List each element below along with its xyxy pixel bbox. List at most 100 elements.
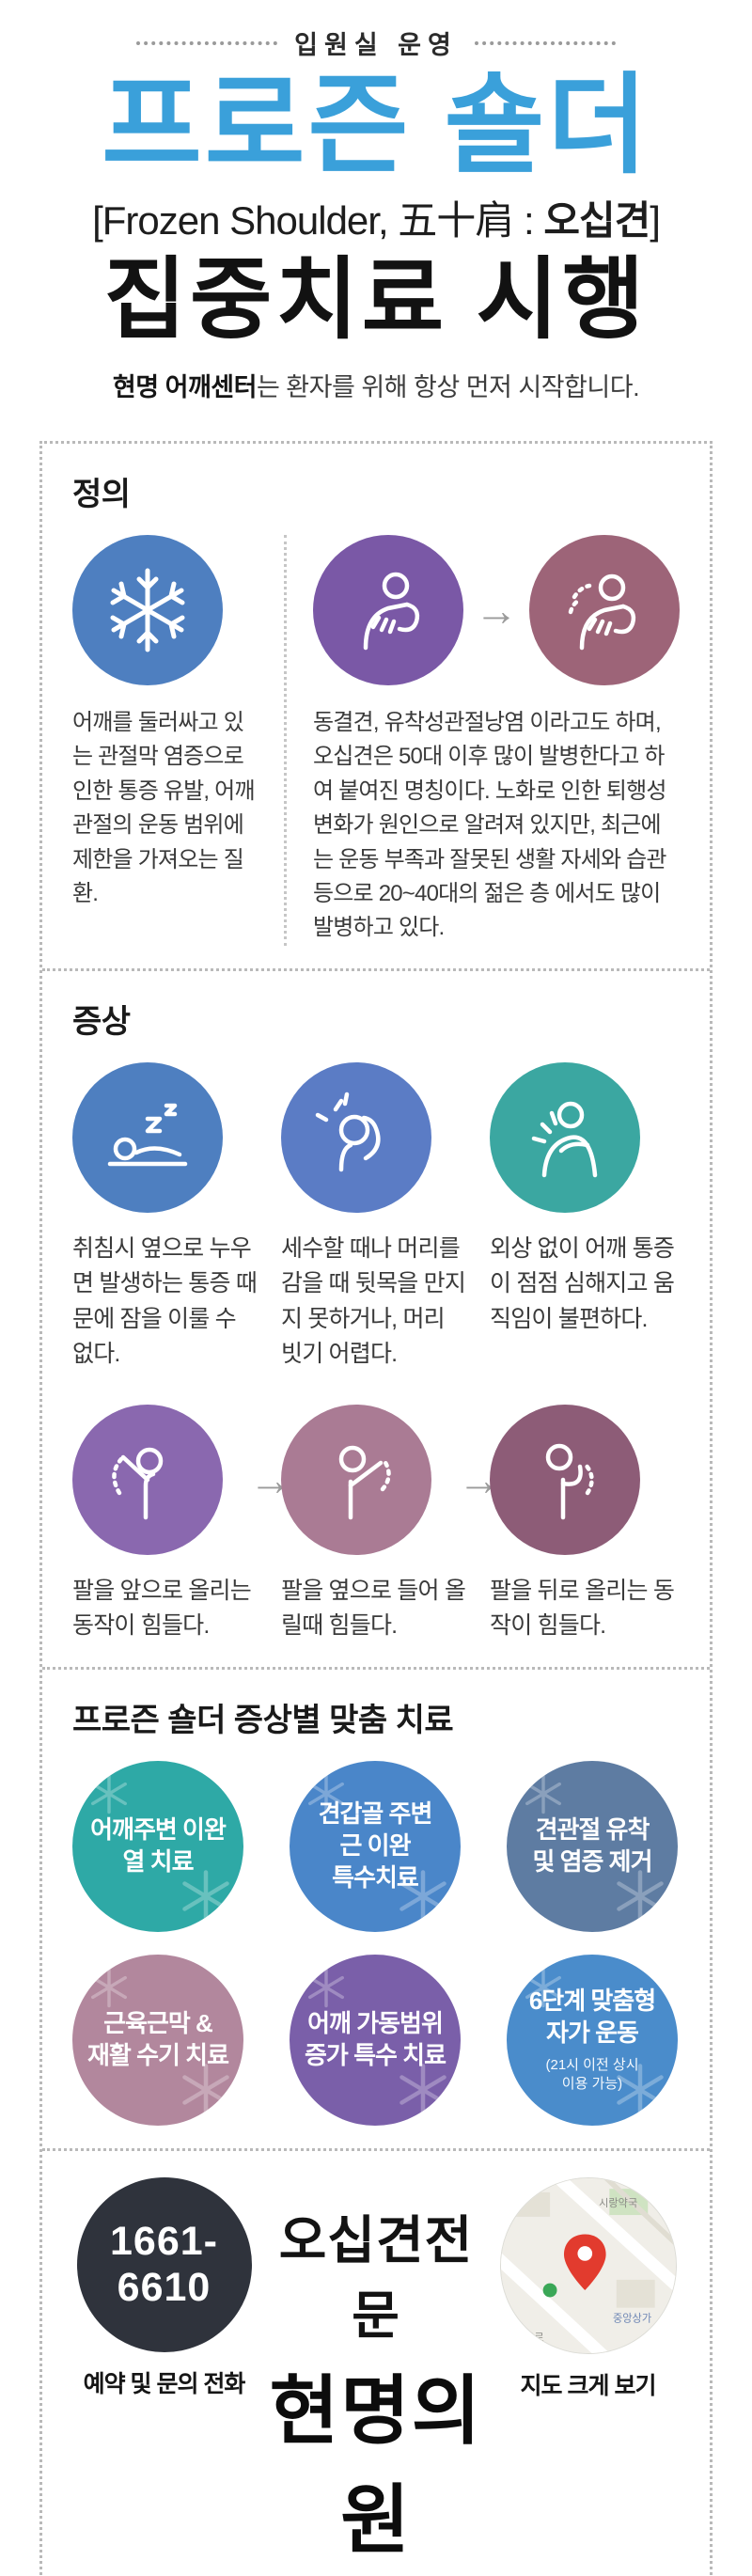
symptom-item: 팔을 옆으로 들어 올릴때 힘들다. bbox=[281, 1404, 469, 1644]
clinic-specialty: 오십견전문 bbox=[278, 2210, 474, 2345]
ward-label: 입원실 운영 bbox=[294, 31, 458, 59]
decorative-dotted-line-left bbox=[136, 40, 278, 45]
map-label: 신율로 bbox=[514, 2332, 543, 2344]
treatment-label-line: 어깨주변 이완 bbox=[90, 1815, 227, 1845]
phone-column: 1661- 6610 예약 및 문의 전화 bbox=[72, 2176, 256, 2399]
phone-number-circle: 1661- 6610 bbox=[76, 2176, 252, 2352]
arm-side-circle bbox=[281, 1404, 431, 1555]
decorative-dotted-line-right bbox=[474, 40, 616, 45]
map-label: 중앙상가 bbox=[613, 2312, 651, 2324]
title-translation: [Frozen Shoulder, 五十肩 : 오십견] bbox=[0, 189, 752, 246]
symptom-item: 세수할 때나 머리를 감을 때 뒷목을 만지지 못하거나, 머리 빗기 어렵다. bbox=[281, 1061, 469, 1373]
map-pin-icon bbox=[563, 2234, 606, 2290]
treatment-label-line: 견관절 유착 bbox=[535, 1815, 650, 1845]
snowflake-watermark-icon bbox=[178, 2062, 234, 2118]
treatment-circle: 견관절 유착 및 염증 제거 bbox=[507, 1760, 678, 1932]
shoulder-stage2-circle bbox=[529, 534, 680, 685]
snowflake-icon bbox=[110, 568, 185, 652]
treatment-circle: 근육근막 & 재활 수기 치료 bbox=[72, 1954, 243, 2126]
wash-circle bbox=[281, 1061, 431, 1213]
shoulder-stage1-circle bbox=[313, 534, 463, 685]
treatment-label-line: 자가 운동 bbox=[546, 2018, 639, 2048]
treatment-label-line: 및 염증 제거 bbox=[532, 1846, 652, 1876]
column-gap bbox=[469, 1062, 490, 1213]
symptoms-section: 증상 취침시 옆으로 bbox=[42, 967, 710, 1667]
sub-title: 집중치료 시행 bbox=[103, 249, 649, 350]
tagline-center-name: 현명 어깨센터 bbox=[112, 372, 258, 401]
treatment-row-1: 어깨주변 이완 열 치료 견갑골 주변 근 이완 특수치료 견관절 유착 및 염… bbox=[72, 1760, 680, 1932]
symptom-text: 팔을 옆으로 들어 올릴때 힘들다. bbox=[281, 1577, 466, 1640]
snowflake-watermark-icon bbox=[87, 1772, 131, 1815]
shoulder-massage-icon bbox=[568, 573, 636, 650]
sleeping-person-icon bbox=[107, 1103, 188, 1167]
clinic-name: 현명의원 bbox=[269, 2368, 483, 2562]
header: 입원실 운영 프로즌 숄더 [Frozen Shoulder, 五十肩 : 오십… bbox=[0, 0, 752, 403]
clinic-name-block: 오십견전문 현명의원 bbox=[256, 2177, 496, 2568]
snowflake-watermark-icon bbox=[178, 1868, 234, 1924]
definition-progression: → bbox=[313, 534, 680, 685]
map-label: 시랑약국 bbox=[599, 2196, 637, 2209]
treatment-label-line: 특수치료 bbox=[332, 1862, 419, 1892]
symptom-item: 팔을 앞으로 올리는 동작이 힘들다. bbox=[72, 1404, 260, 1644]
arrow-gap: → bbox=[249, 1405, 292, 1555]
treatment-label-line: 근육근막 & bbox=[103, 2009, 213, 2038]
snowflake-watermark-icon bbox=[87, 1966, 131, 2009]
symptom-text: 외상 없이 어깨 통증이 점점 심해지고 움직임이 불편하다. bbox=[490, 1234, 675, 1332]
snowflake-watermark-icon bbox=[305, 1772, 348, 1815]
ward-label-row: 입원실 운영 bbox=[0, 24, 752, 61]
treatment-sub-line: (21시 이전 상시 bbox=[545, 2056, 639, 2073]
map-image: 시랑약국 중앙상가 신율로 bbox=[500, 2177, 676, 2353]
treatment-circle: 어깨 가동범위 증가 특수 치료 bbox=[290, 1954, 461, 2126]
sleep-circle bbox=[72, 1061, 223, 1213]
title-translation-pre: [Frozen Shoulder, 五十肩 : bbox=[92, 197, 544, 243]
symptom-text: 팔을 뒤로 올리는 동작이 힘들다. bbox=[490, 1577, 675, 1640]
treatment-label-line: 재활 수기 치료 bbox=[87, 2040, 229, 2069]
treatment-row-2: 근육근막 & 재활 수기 치료 어깨 가동범위 증가 특수 치료 6단계 맞춤형… bbox=[72, 1954, 680, 2126]
shoulder-pain-icon bbox=[531, 1101, 598, 1178]
treatment-circle: 어깨주변 이완 열 치료 bbox=[72, 1760, 243, 1932]
symptom-text: 취침시 옆으로 누우면 발생하는 통증 때문에 잠을 이룰 수 없다. bbox=[72, 1234, 258, 1368]
title-translation-bold: 오십견 bbox=[543, 197, 650, 243]
definition-left-text: 어깨를 둘러싸고 있는 관절막 염증으로 인한 통증 유발, 어깨 관절의 운동… bbox=[72, 709, 256, 906]
treatment-label-line: 열 치료 bbox=[122, 1846, 195, 1876]
phone-caption: 예약 및 문의 전화 bbox=[83, 2370, 246, 2397]
symptoms-row-2: 팔을 앞으로 올리는 동작이 힘들다. → bbox=[72, 1404, 680, 1644]
symptom-text: 세수할 때나 머리를 감을 때 뒷목을 만지지 못하거나, 머리 빗기 어렵다. bbox=[281, 1234, 466, 1368]
arm-back-icon bbox=[545, 1443, 594, 1520]
washing-hair-icon bbox=[315, 1092, 381, 1172]
treatment-label-line: 증가 특수 치료 bbox=[305, 2040, 446, 2069]
snowflake-watermark-icon bbox=[395, 2062, 451, 2118]
column-gap bbox=[260, 1062, 281, 1213]
contact-section: 1661- 6610 예약 및 문의 전화 오십견전문 현명의원 bbox=[42, 2147, 710, 2576]
treatment-label-line: 견갑골 주변 bbox=[318, 1799, 433, 1829]
snowflake-watermark-icon bbox=[522, 1966, 565, 2009]
arm-back-circle bbox=[490, 1404, 640, 1555]
definition-heading: 정의 bbox=[72, 476, 131, 512]
main-title: 프로즌 숄더 bbox=[102, 64, 650, 186]
arrow-gap: → bbox=[458, 1405, 501, 1555]
treatment-label-line: 어깨 가동범위 bbox=[307, 2009, 444, 2038]
arm-forward-circle bbox=[72, 1404, 223, 1555]
treatment-sub-line: 이용 가능) bbox=[561, 2076, 623, 2093]
tagline-rest: 는 환자를 위해 항상 먼저 시작합니다. bbox=[256, 372, 640, 401]
snowflake-circle bbox=[72, 534, 223, 685]
definition-right-column: → bbox=[287, 534, 680, 946]
symptom-text: 팔을 앞으로 올리는 동작이 힘들다. bbox=[72, 1577, 252, 1640]
symptom-item: 취침시 옆으로 누우면 발생하는 통증 때문에 잠을 이룰 수 없다. bbox=[72, 1061, 260, 1373]
definition-columns: 어깨를 둘러싸고 있는 관절막 염증으로 인한 통증 유발, 어깨 관절의 운동… bbox=[72, 534, 680, 946]
snowflake-watermark-icon bbox=[612, 1868, 668, 1924]
symptoms-heading: 증상 bbox=[72, 1003, 131, 1040]
pain-circle bbox=[490, 1061, 640, 1213]
snowflake-watermark-icon bbox=[305, 1966, 348, 2009]
map-thumbnail[interactable]: 시랑약국 중앙상가 신율로 bbox=[499, 2176, 677, 2354]
arrow-icon: → bbox=[475, 585, 518, 635]
arm-forward-icon bbox=[112, 1447, 164, 1520]
treatment-heading: 프로즌 숄더 증상별 맞춤 치료 bbox=[72, 1702, 454, 1738]
map-link[interactable]: 지도 크게 보기 bbox=[520, 2372, 657, 2399]
title-translation-post: ] bbox=[650, 197, 661, 243]
treatment-circle: 견갑골 주변 근 이완 특수치료 bbox=[290, 1760, 461, 1932]
treatment-section: 프로즌 숄더 증상별 맞춤 치료 어깨주변 이완 열 치료 견갑골 주변 근 이… bbox=[42, 1666, 710, 2148]
